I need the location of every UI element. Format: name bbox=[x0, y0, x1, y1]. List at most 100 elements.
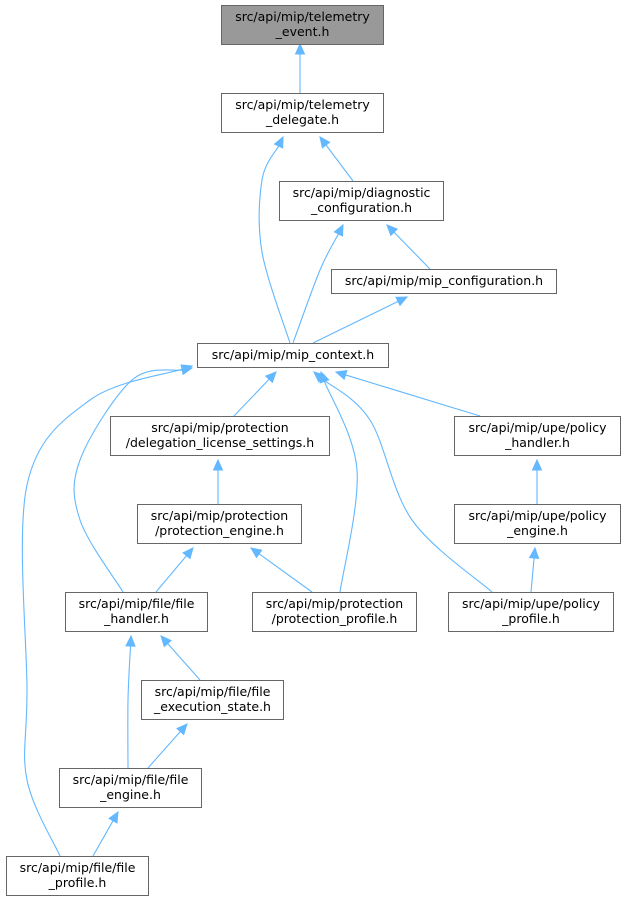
edge-line bbox=[258, 553, 313, 593]
node-upe-policy-profile[interactable]: src/api/mip/upe/policy_profile.h bbox=[448, 592, 614, 632]
edge-arrowhead bbox=[125, 634, 136, 647]
edge-line bbox=[155, 555, 187, 593]
edge-arrowhead bbox=[334, 370, 348, 381]
node-box bbox=[454, 416, 621, 456]
node-box bbox=[65, 592, 208, 632]
node-file-profile[interactable]: src/api/mip/file/file_profile.h bbox=[6, 856, 149, 896]
node-box bbox=[197, 343, 389, 368]
node-upe-policy-handler[interactable]: src/api/mip/upe/policy_handler.h bbox=[454, 416, 621, 456]
edge-line bbox=[127, 645, 132, 769]
node-layer: src/api/mip/telemetry_event.hsrc/api/mip… bbox=[6, 5, 621, 896]
node-box bbox=[141, 680, 284, 720]
edge-line bbox=[21, 368, 183, 857]
edge-mip-configuration-to-diagnostic-configuration bbox=[386, 224, 431, 270]
node-box bbox=[448, 592, 614, 632]
edge-line bbox=[393, 231, 431, 270]
edge-mip-context-to-telemetry-delegate bbox=[258, 135, 291, 344]
node-box bbox=[252, 592, 417, 632]
node-telemetry-event[interactable]: src/api/mip/telemetry_event.h bbox=[221, 5, 384, 45]
node-file-engine[interactable]: src/api/mip/file/file_engine.h bbox=[59, 768, 202, 808]
node-label-line: src/api/mip/protection bbox=[151, 508, 288, 523]
edge-arrowhead bbox=[333, 223, 344, 237]
node-box bbox=[137, 504, 302, 544]
edge-arrowhead bbox=[395, 296, 409, 307]
node-label-line: src/api/mip/file/file bbox=[73, 772, 189, 787]
node-label-line: _profile.h bbox=[48, 875, 107, 890]
edge-delegation-license-settings-to-mip-context bbox=[233, 371, 277, 417]
edge-arrowhead bbox=[250, 547, 263, 559]
node-label-line: src/api/mip/telemetry bbox=[235, 97, 370, 112]
node-label-line: src/api/mip/upe/policy bbox=[468, 508, 607, 523]
node-label-line: _event.h bbox=[275, 24, 330, 39]
edge-arrowhead bbox=[108, 810, 119, 824]
edge-line bbox=[258, 145, 291, 344]
node-label-line: src/api/mip/diagnostic bbox=[293, 185, 431, 200]
edge-file-engine-to-file-execution-state bbox=[147, 723, 188, 769]
node-label-line: _handler.h bbox=[103, 611, 169, 626]
edge-upe-policy-profile-to-mip-context bbox=[313, 371, 493, 593]
edge-arrowhead bbox=[212, 458, 224, 471]
node-label-line: /protection_profile.h bbox=[272, 611, 398, 626]
edge-protection-engine-to-delegation-license-settings bbox=[212, 458, 224, 504]
node-label-line: /protection_engine.h bbox=[155, 523, 284, 538]
edge-upe-policy-handler-to-mip-context bbox=[334, 370, 481, 417]
node-label-line: src/api/mip/protection bbox=[266, 596, 403, 611]
node-file-handler[interactable]: src/api/mip/file/file_handler.h bbox=[65, 592, 208, 632]
edge-line bbox=[147, 731, 181, 769]
edge-file-engine-to-file-handler bbox=[125, 634, 136, 769]
node-label-line: src/api/mip/upe/policy bbox=[468, 420, 607, 435]
node-upe-policy-engine[interactable]: src/api/mip/upe/policy_engine.h bbox=[454, 504, 621, 544]
edge-file-execution-state-to-file-handler bbox=[160, 635, 201, 681]
node-box bbox=[279, 181, 444, 221]
node-box bbox=[59, 768, 202, 808]
node-box bbox=[110, 416, 330, 456]
node-label-line: _handler.h bbox=[504, 435, 570, 450]
edge-arrowhead bbox=[264, 371, 277, 384]
node-label-line: src/api/mip/file/file bbox=[79, 596, 195, 611]
edge-file-profile-to-file-engine bbox=[92, 810, 119, 857]
node-box bbox=[221, 93, 384, 133]
node-label-line: _profile.h bbox=[501, 611, 560, 626]
node-box bbox=[454, 504, 621, 544]
node-label-line: src/api/mip/file/file bbox=[20, 860, 136, 875]
edge-arrowhead bbox=[313, 371, 326, 383]
edge-arrowhead bbox=[160, 635, 172, 648]
node-label-line: _execution_state.h bbox=[153, 699, 271, 714]
node-label-line: src/api/mip/upe/policy bbox=[462, 596, 601, 611]
node-label-line: _engine.h bbox=[506, 523, 568, 538]
edge-file-handler-to-protection-engine bbox=[155, 547, 194, 593]
node-label-line: src/api/mip/file/file bbox=[155, 684, 271, 699]
edge-mip-context-to-mip-configuration bbox=[312, 296, 409, 344]
node-label-line: src/api/mip/telemetry bbox=[235, 9, 370, 24]
node-delegation-license-settings[interactable]: src/api/mip/protection/delegation_licens… bbox=[110, 416, 330, 456]
edge-arrowhead bbox=[182, 547, 194, 560]
node-telemetry-delegate[interactable]: src/api/mip/telemetry_delegate.h bbox=[221, 93, 384, 133]
edge-upe-policy-engine-to-upe-policy-handler bbox=[531, 458, 543, 504]
node-diagnostic-configuration[interactable]: src/api/mip/diagnostic_configuration.h bbox=[279, 181, 444, 221]
node-protection-engine[interactable]: src/api/mip/protection/protection_engine… bbox=[137, 504, 302, 544]
edge-line bbox=[345, 374, 481, 417]
node-box bbox=[331, 269, 557, 294]
node-label-line: _delegate.h bbox=[265, 112, 339, 127]
edge-line bbox=[73, 369, 183, 593]
edge-line bbox=[233, 378, 270, 417]
edge-protection-profile-to-mip-context bbox=[319, 370, 358, 593]
edge-upe-policy-profile-to-upe-policy-engine bbox=[528, 546, 540, 593]
edge-file-handler-to-mip-context bbox=[73, 364, 194, 593]
node-label-line: src/api/mip/mip_context.h bbox=[212, 347, 374, 362]
edge-line bbox=[321, 378, 493, 593]
edge-arrowhead bbox=[319, 136, 331, 149]
node-mip-context[interactable]: src/api/mip/mip_context.h bbox=[197, 343, 389, 368]
edge-line bbox=[292, 233, 339, 344]
node-mip-configuration[interactable]: src/api/mip/mip_configuration.h bbox=[331, 269, 557, 294]
edge-line bbox=[167, 643, 201, 681]
node-box bbox=[221, 5, 384, 45]
edge-layer bbox=[21, 42, 543, 857]
node-file-execution-state[interactable]: src/api/mip/file/file_execution_state.h bbox=[141, 680, 284, 720]
edge-line bbox=[92, 820, 114, 857]
node-label-line: src/api/mip/protection bbox=[151, 420, 288, 435]
edge-mip-context-to-diagnostic-configuration bbox=[292, 223, 344, 344]
node-protection-profile[interactable]: src/api/mip/protection/protection_profil… bbox=[252, 592, 417, 632]
edge-arrowhead bbox=[528, 546, 540, 559]
